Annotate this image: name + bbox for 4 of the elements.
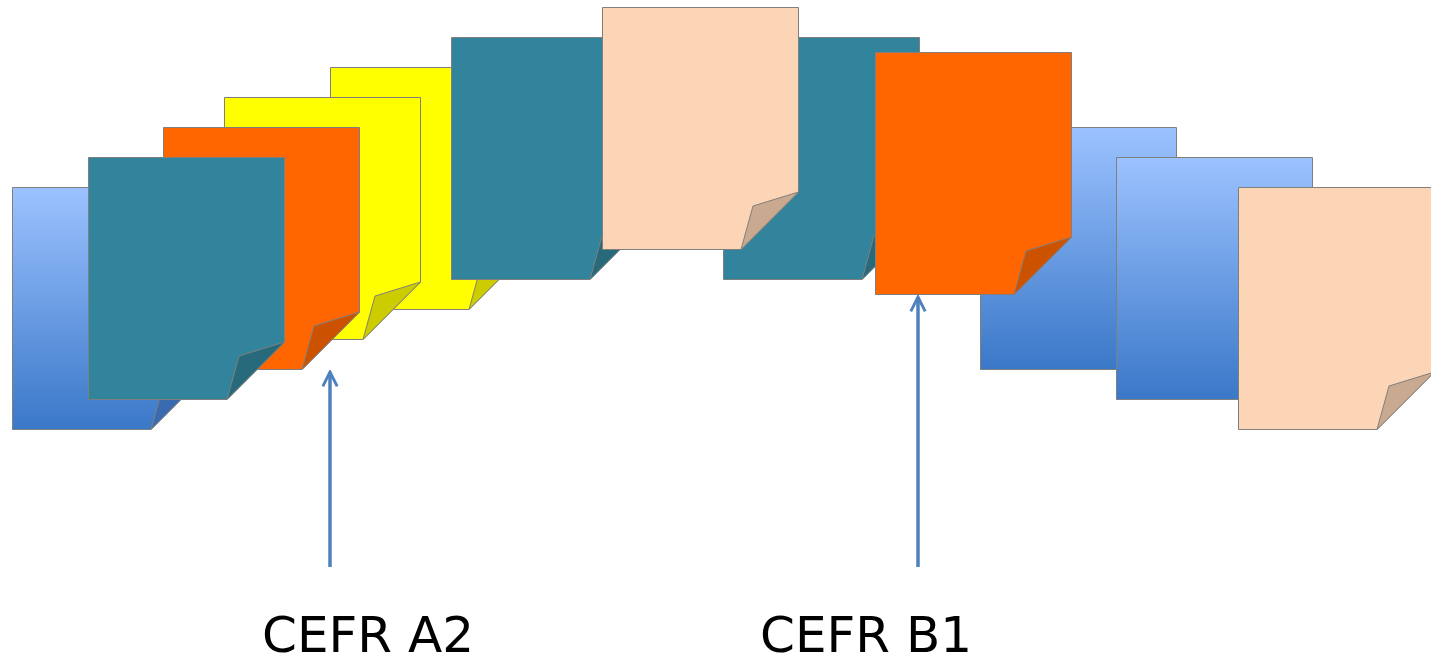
level-label: CEFR A2 [261,605,475,665]
arrow [321,370,339,567]
level-label: CEFR B1 [759,605,973,665]
arrow [909,295,927,567]
